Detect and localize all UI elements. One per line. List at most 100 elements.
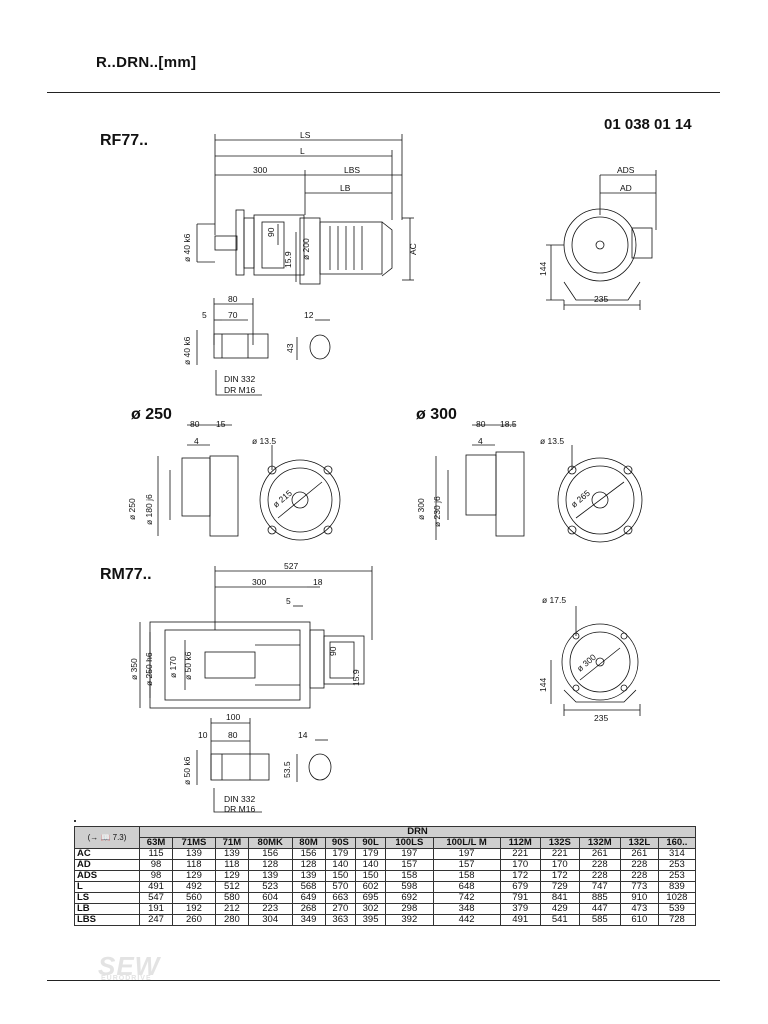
table-row-label: AD — [74, 859, 140, 871]
table-cell: 649 — [291, 892, 326, 904]
table-column-header: 160.. — [657, 837, 697, 849]
table-cell: 129 — [214, 870, 249, 882]
table-column-header: 80M — [291, 837, 326, 849]
din-label-3: DIN 332 — [224, 794, 255, 804]
table-cell: 910 — [619, 892, 659, 904]
dim-ad: AD — [620, 183, 632, 193]
table-cell: 598 — [384, 881, 434, 893]
table-cell: 150 — [355, 870, 386, 882]
flange-250-view — [157, 424, 341, 541]
table-column-header: 132M — [578, 837, 621, 849]
dim-rs-80: 80 — [228, 730, 238, 740]
table-cell: 140 — [324, 859, 357, 871]
dim-sh-43: 43 — [285, 343, 295, 353]
rm77-shaft-detail — [196, 718, 332, 813]
table-cell: 547 — [138, 892, 174, 904]
table-cell: 348 — [432, 903, 501, 915]
table-column-header: 132L — [619, 837, 659, 849]
document-number: 01 038 01 14 — [604, 116, 692, 133]
table-cell: 392 — [384, 914, 434, 926]
table-row-label: ADS — [74, 870, 140, 882]
table-cell: 179 — [355, 848, 386, 860]
table-cell: 492 — [172, 881, 216, 893]
table-cell: 150 — [324, 870, 357, 882]
table-cell: 302 — [355, 903, 386, 915]
dim-rm-527: 527 — [284, 561, 298, 571]
table-cell: 261 — [578, 848, 621, 860]
table-cell: 221 — [539, 848, 580, 860]
table-cell: 170 — [499, 859, 541, 871]
dim-f300-d230: ø 230 j6 — [432, 496, 442, 527]
table-cell: 212 — [214, 903, 249, 915]
dim-rm-235: 235 — [594, 713, 608, 723]
table-cell: 118 — [172, 859, 216, 871]
table-cell: 156 — [291, 848, 326, 860]
table-cell: 156 — [247, 848, 293, 860]
rm77-side-view — [139, 566, 373, 709]
table-cell: 98 — [138, 870, 174, 882]
dim-lbs: LBS — [344, 165, 360, 175]
table-cell: 280 — [214, 914, 249, 926]
table-row-label: L — [74, 881, 140, 893]
dim-rs-d50: ø 50 k6 — [182, 756, 192, 785]
table-cell: 221 — [499, 848, 541, 860]
table-column-header: 90S — [324, 837, 357, 849]
table-cell: 395 — [355, 914, 386, 926]
table-cell: 129 — [172, 870, 216, 882]
dim-rs-100: 100 — [226, 712, 240, 722]
table-cell: 349 — [291, 914, 326, 926]
table-row-label: LS — [74, 892, 140, 904]
table-cell: 118 — [214, 859, 249, 871]
flange-300-view — [435, 424, 643, 543]
rf77-side-view — [196, 134, 414, 285]
dim-f300-d135: ø 13.5 — [540, 436, 564, 446]
table-cell: 841 — [539, 892, 580, 904]
table-column-header: 80MK — [247, 837, 293, 849]
table-column-header: 63M — [138, 837, 174, 849]
table-cell: 139 — [214, 848, 249, 860]
table-cell: 473 — [619, 903, 659, 915]
table-cell: 729 — [539, 881, 580, 893]
page-title: R..DRN..[mm] — [96, 54, 197, 71]
section-rf77: RF77.. — [100, 132, 149, 149]
dim-rf-d40: ø 40 k6 — [182, 233, 192, 262]
dim-rs-10: 10 — [198, 730, 208, 740]
sew-logo: SEW — [98, 951, 161, 981]
table-cell: 179 — [324, 848, 357, 860]
table-cell: 253 — [657, 859, 697, 871]
dim-sh-80: 80 — [228, 294, 238, 304]
table-cell: 1028 — [657, 892, 697, 904]
table-cell: 228 — [619, 870, 659, 882]
table-cell: 568 — [291, 881, 326, 893]
din-label-1: DIN 332 — [224, 374, 255, 384]
section-flange-250: ø 250 — [131, 406, 172, 423]
dim-f250-80: 80 — [190, 419, 200, 429]
dim-f250-d180: ø 180 j6 — [144, 494, 154, 525]
dim-rm-d170: ø 170 — [168, 656, 178, 678]
table-column-header: 71M — [214, 837, 249, 849]
table-cell: 728 — [657, 914, 697, 926]
table-cell: 570 — [324, 881, 357, 893]
table-cell: 512 — [214, 881, 249, 893]
table-cell: 172 — [499, 870, 541, 882]
table-cell: 270 — [324, 903, 357, 915]
table-cell: 223 — [247, 903, 293, 915]
table-cell: 128 — [291, 859, 326, 871]
dim-f250-15: 15 — [216, 419, 226, 429]
table-cell: 604 — [247, 892, 293, 904]
dim-ac: AC — [408, 243, 418, 255]
table-cell: 247 — [138, 914, 174, 926]
table-cell: 115 — [138, 848, 174, 860]
table-row-label: LB — [74, 903, 140, 915]
dim-rm-300: 300 — [252, 577, 266, 587]
table-cell: 747 — [578, 881, 621, 893]
table-column-header: 90L — [355, 837, 386, 849]
table-cell: 158 — [384, 870, 434, 882]
table-column-header: 112M — [499, 837, 541, 849]
